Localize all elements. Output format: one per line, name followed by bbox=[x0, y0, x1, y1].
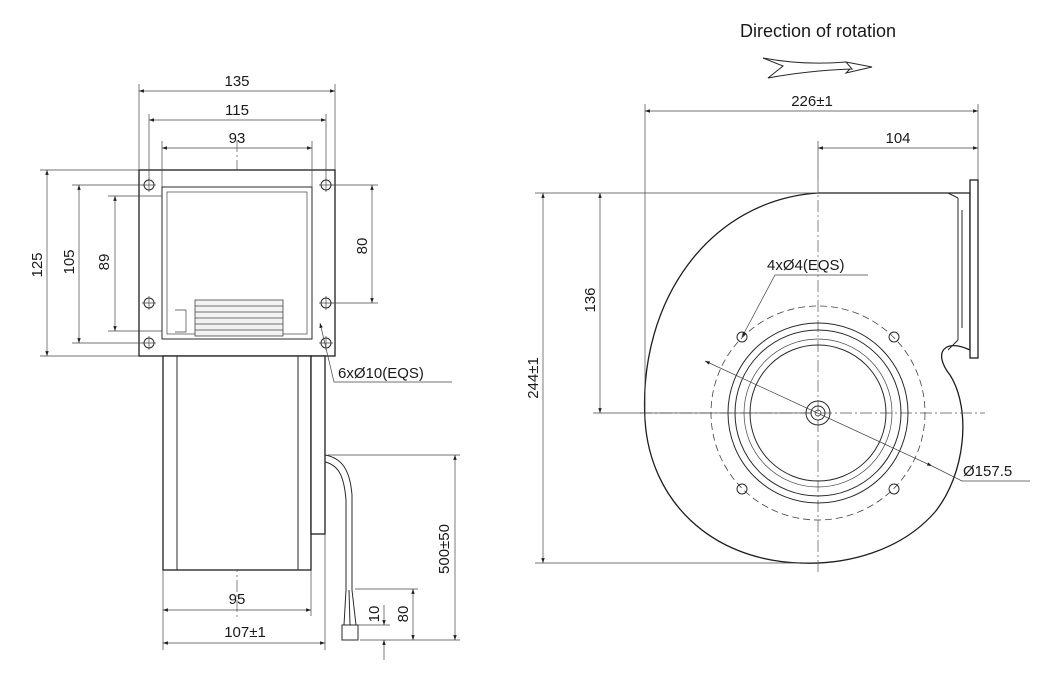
dim-flange-height: 125 bbox=[29, 252, 46, 277]
dim-outlet-offset: 104 bbox=[885, 130, 910, 147]
motor-side bbox=[310, 355, 326, 535]
dim-center-height: 136 bbox=[582, 287, 599, 312]
scroll-housing bbox=[643, 192, 971, 564]
rotation-title: Direction of rotation bbox=[740, 21, 896, 41]
dim-bolt-circle: Ø157.5 bbox=[963, 463, 1012, 480]
mounting-hole-icons bbox=[736, 331, 900, 495]
front-view: 226±1 104 244±1 136 4xØ4(EQS) Ø157.5 bbox=[525, 93, 1030, 575]
dim-overall-width: 226±1 bbox=[791, 93, 833, 110]
dim-cable-length: 500±50 bbox=[436, 524, 453, 574]
outlet-flange bbox=[969, 179, 979, 359]
side-view: 135 115 93 125 105 89 80 6xØ10(EQS) bbox=[29, 73, 460, 660]
dim-hole-height: 105 bbox=[61, 249, 78, 274]
mounting-holes-note: 4xØ4(EQS) bbox=[767, 257, 845, 274]
dim-opening-height: 89 bbox=[96, 254, 113, 271]
dim-housing-width: 95 bbox=[229, 591, 246, 608]
flange-holes-note: 6xØ10(EQS) bbox=[338, 365, 424, 382]
dim-hole-width: 115 bbox=[225, 102, 249, 119]
dim-opening-width: 93 bbox=[229, 130, 246, 147]
housing-body bbox=[162, 355, 312, 571]
dim-overall-width: 107±1 bbox=[224, 624, 266, 641]
dim-strip-length: 10 bbox=[366, 606, 383, 623]
rotation-arrow-icon bbox=[762, 57, 873, 79]
dim-flange-width: 135 bbox=[224, 73, 249, 90]
dim-hole-spacing: 80 bbox=[354, 238, 371, 255]
dim-overall-height: 244±1 bbox=[525, 357, 542, 399]
cable bbox=[324, 454, 359, 641]
inlet-opening bbox=[161, 186, 313, 340]
dim-jacket-length: 80 bbox=[395, 606, 412, 623]
